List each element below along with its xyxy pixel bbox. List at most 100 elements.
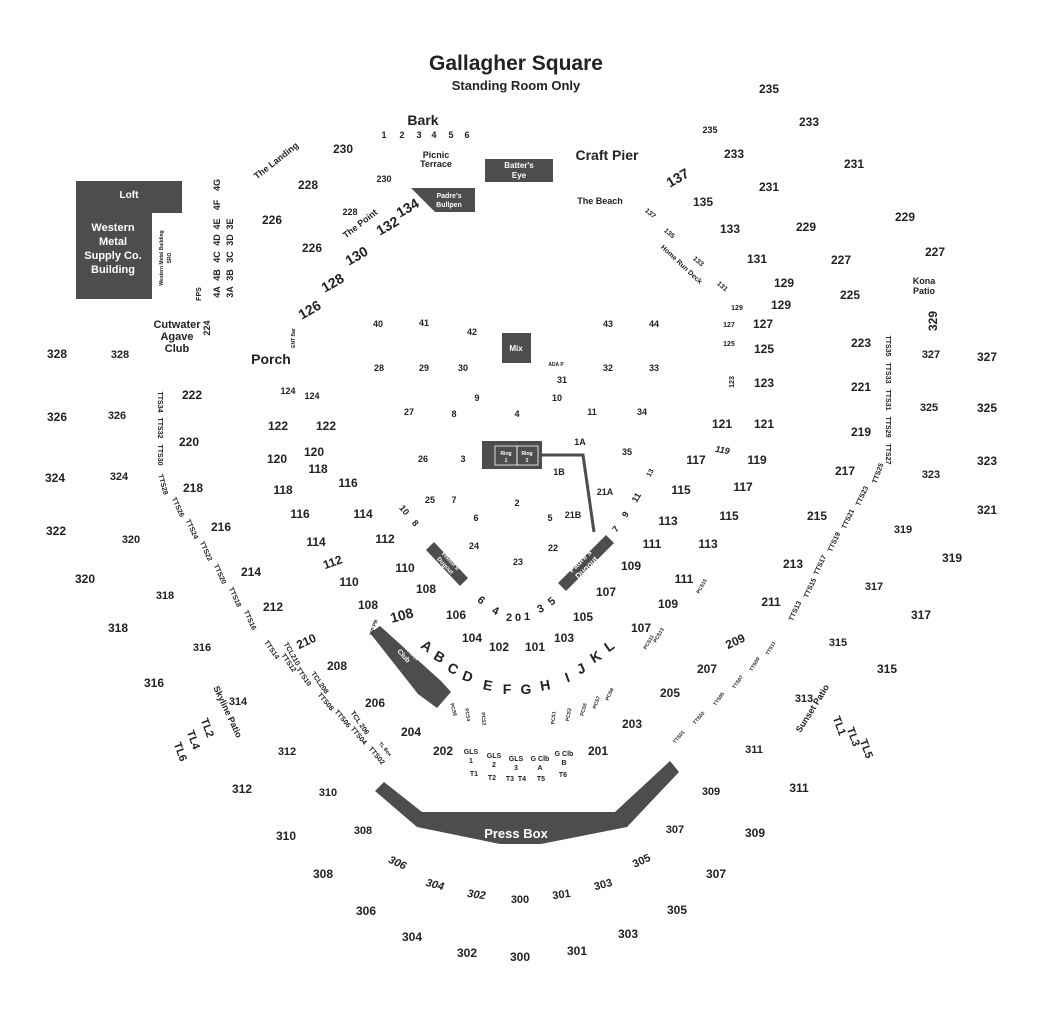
section-label[interactable]: TTS31 [884, 389, 891, 410]
section-label[interactable]: 117 [733, 480, 753, 494]
section-label[interactable]: 4F [212, 199, 222, 210]
rings-box[interactable]: Ring 1 Ring 2 [482, 441, 596, 533]
section-label[interactable]: 316 [193, 642, 211, 654]
section-label[interactable]: 233 [724, 147, 744, 161]
section-label[interactable]: 108 [416, 582, 436, 596]
section-label[interactable]: 317 [865, 581, 883, 593]
section-label[interactable]: TTS28 [156, 474, 168, 496]
section-label[interactable]: 102 [489, 640, 509, 654]
section-label[interactable]: 209 [723, 631, 747, 652]
section-label[interactable]: 303 [618, 927, 638, 941]
section-label[interactable]: 211 [761, 595, 781, 609]
section-label[interactable]: 31 [557, 375, 567, 385]
section-label[interactable]: 35 [622, 447, 632, 457]
section-label[interactable]: K [587, 647, 604, 666]
section-label[interactable]: 230 [376, 174, 391, 184]
section-label[interactable]: 3A [225, 286, 235, 298]
section-label[interactable]: 132 [373, 213, 401, 239]
section-label[interactable]: TTS23 [855, 485, 870, 507]
section-label[interactable]: 125 [723, 341, 735, 348]
sections-lettered[interactable]: A B C D E F G H I J K L [418, 636, 617, 697]
section-label[interactable]: T5 [537, 776, 545, 783]
section-label[interactable]: 213 [783, 557, 803, 571]
section-label[interactable]: 304 [424, 877, 445, 893]
section-label[interactable]: 210 [294, 631, 318, 652]
section-label[interactable]: 230 [333, 142, 353, 156]
section-label[interactable]: TL5 [857, 738, 875, 760]
section-label[interactable]: TTS06 [333, 709, 352, 730]
section-label[interactable]: 124 [304, 391, 319, 401]
sections-bark[interactable]: 1 2 3 4 5 6 [381, 130, 469, 140]
section-label[interactable]: PCS15 [696, 578, 709, 595]
section-label[interactable]: 135 [693, 195, 713, 209]
section-label[interactable]: 308 [354, 825, 372, 837]
section-label[interactable]: 227 [831, 253, 851, 267]
section-label[interactable]: B [561, 760, 566, 767]
section-label[interactable]: TTS27 [884, 443, 891, 464]
section-label[interactable]: 26 [418, 454, 428, 464]
section-label[interactable]: 23 [513, 557, 523, 567]
sections-200-right[interactable]: 235 233 231 229 227 225 223 221 219 217 … [588, 125, 871, 758]
section-label[interactable]: 130 [342, 243, 370, 269]
section-label[interactable]: PCS7 [592, 695, 602, 710]
section-label[interactable]: 303 [593, 877, 614, 893]
section-label[interactable]: TTS35 [884, 335, 891, 356]
section-label[interactable]: 4D [212, 234, 222, 246]
section-label[interactable]: 217 [835, 464, 855, 478]
section-label[interactable]: 231 [844, 157, 864, 171]
section-label[interactable]: 118 [308, 462, 328, 476]
section-label[interactable]: TTS20 [212, 563, 227, 585]
section-label[interactable]: 0 [515, 612, 521, 624]
mix-box[interactable]: Mix [502, 333, 531, 363]
section-label[interactable]: 222 [182, 388, 202, 402]
section-label[interactable]: 309 [745, 826, 765, 840]
sections-100-left[interactable]: 134 132 130 128 126 124 124 122 122 120 … [267, 195, 509, 654]
section-label[interactable]: 2 [506, 612, 512, 624]
section-label[interactable]: 311 [745, 744, 763, 756]
section-label[interactable]: 128 [318, 270, 346, 296]
section-label[interactable]: 318 [156, 590, 174, 602]
section-label[interactable]: 228 [298, 178, 318, 192]
section-label[interactable]: 323 [922, 469, 940, 481]
section-label[interactable]: 226 [262, 213, 282, 227]
section-label[interactable]: 2 [399, 130, 404, 140]
section-label[interactable]: TTS34 [156, 391, 163, 412]
section-label[interactable]: 309 [702, 786, 720, 798]
section-label[interactable]: 8 [451, 409, 456, 419]
section-label[interactable]: 7 [610, 524, 621, 534]
section-label[interactable]: 1B [553, 467, 565, 477]
sections-200-left[interactable]: 230 228 226 230 228 226 224 222 220 218 … [179, 142, 453, 758]
section-label[interactable]: TTS29 [884, 416, 891, 437]
section-label[interactable]: TTS15 [803, 577, 818, 599]
section-label[interactable]: 327 [977, 350, 997, 364]
section-label[interactable]: 1 [469, 758, 473, 765]
section-label[interactable]: 28 [374, 363, 384, 373]
section-label[interactable]: TL4 [184, 729, 202, 752]
section-label[interactable]: 111 [643, 537, 662, 551]
padres-dugout-box[interactable]: Padre's Dugout [558, 535, 614, 591]
section-label[interactable]: 109 [658, 597, 678, 611]
section-label[interactable]: 112 [375, 532, 395, 546]
section-label[interactable]: 315 [829, 637, 847, 649]
section-label[interactable]: 204 [401, 725, 421, 739]
section-label[interactable]: 3 [535, 603, 546, 616]
section-label[interactable]: 110 [339, 575, 359, 589]
section-label[interactable]: 324 [110, 471, 129, 483]
section-label[interactable]: 235 [759, 82, 779, 96]
section-label[interactable]: 101 [525, 640, 545, 654]
section-label[interactable]: 320 [75, 572, 95, 586]
section-label[interactable]: 116 [290, 507, 310, 521]
section-label[interactable]: TTS26 [170, 496, 185, 518]
section-label[interactable]: 11 [630, 491, 643, 504]
section-label[interactable]: 319 [894, 524, 912, 536]
section-label[interactable]: 323 [977, 454, 997, 468]
section-label[interactable]: 133 [720, 222, 740, 236]
section-label[interactable]: 7 [451, 495, 456, 505]
sections-300-right[interactable]: 327 325 323 321 319 317 315 313 311 309 … [567, 350, 997, 958]
section-label[interactable]: TTS03 [692, 711, 706, 727]
section-label[interactable]: L [601, 637, 618, 655]
section-label[interactable]: 307 [666, 824, 684, 836]
section-label[interactable]: J [574, 660, 588, 678]
section-label[interactable]: 5 [547, 513, 552, 523]
section-label[interactable]: TTS18 [227, 586, 242, 608]
